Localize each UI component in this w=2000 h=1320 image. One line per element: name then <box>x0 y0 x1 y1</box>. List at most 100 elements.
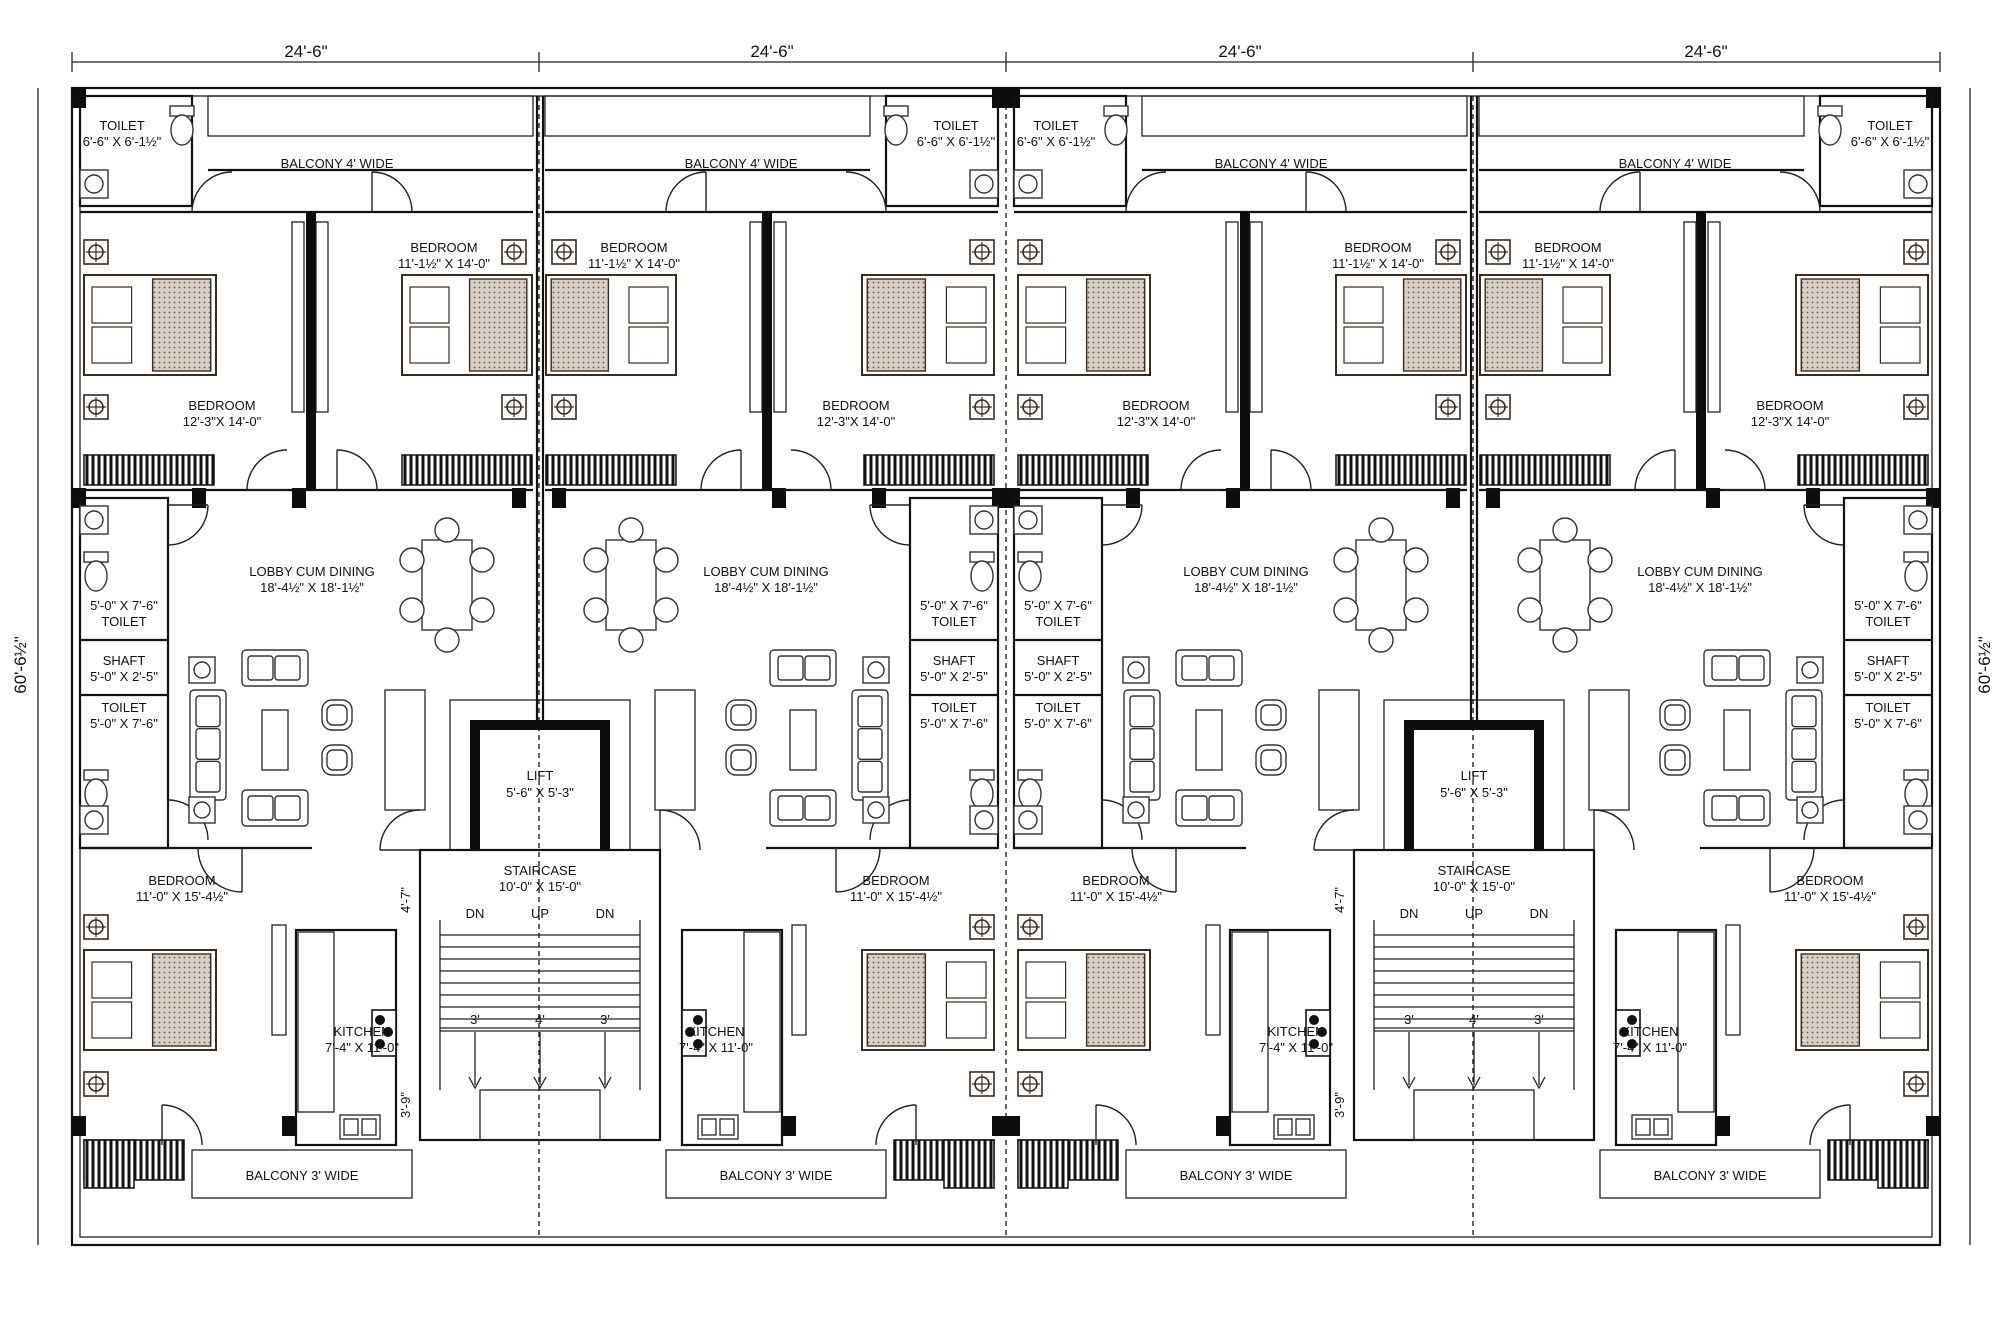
toilet-top-walls <box>1818 94 1934 208</box>
stair-width: 4' <box>535 1012 545 1027</box>
column <box>1486 488 1500 508</box>
partition-wall <box>306 212 316 490</box>
washbasin-icon <box>1013 805 1043 835</box>
wc-icon <box>169 105 195 146</box>
sofa-icon <box>241 649 309 687</box>
nightstand-icon <box>969 394 995 420</box>
dining-table-icon <box>605 539 657 631</box>
dining-table-icon <box>1539 539 1591 631</box>
wardrobe-icon <box>401 454 533 486</box>
balcony-bottom-outline <box>191 1149 413 1199</box>
bed-icon <box>83 949 217 1051</box>
bedroom-large-label: 12'-3"X 14'-0" <box>817 414 896 429</box>
shaft-label: SHAFT <box>1037 653 1080 668</box>
armchair-icon <box>725 699 757 731</box>
bed-icon <box>1335 274 1467 376</box>
plant-icon <box>188 796 216 824</box>
stair-width: 3' <box>1404 1012 1414 1027</box>
column <box>992 1116 1006 1136</box>
nightstand-icon <box>83 1071 109 1097</box>
bed-icon <box>83 274 217 376</box>
toilet-top-label: 6'-6" X 6'-1½" <box>1017 134 1096 149</box>
stair-width: 3' <box>600 1012 610 1027</box>
toilet-top-label: TOILET <box>1867 118 1912 133</box>
lift-size: 5'-6" X 5'-3" <box>506 785 574 800</box>
bedroom-small-label: BEDROOM <box>1344 240 1411 255</box>
column <box>72 1116 86 1136</box>
balcony-top-outline <box>1141 95 1468 137</box>
bed-icon <box>1795 949 1929 1051</box>
door-arc <box>835 847 881 893</box>
wardrobe-icon <box>1017 454 1149 486</box>
column <box>192 488 206 508</box>
toilet-b-label: TOILET <box>101 700 146 715</box>
balcony-top-outline <box>207 95 534 137</box>
sofa-icon <box>1175 649 1243 687</box>
balcony-bottom-label: BALCONY 3' WIDE <box>246 1168 359 1183</box>
kitchen-label: KITCHEN <box>1267 1024 1324 1039</box>
nightstand-icon <box>83 239 109 265</box>
column <box>1706 488 1720 508</box>
nightstand-icon <box>501 394 527 420</box>
door-arc <box>1101 504 1143 546</box>
door-arc <box>167 504 209 546</box>
bedroom-bottom-label: 11'-0" X 15'-4½" <box>1070 889 1162 904</box>
plant-icon <box>1796 656 1824 684</box>
staircase-size: 10'-0" X 15'-0" <box>1433 879 1516 894</box>
dining-chair-icon <box>653 547 679 573</box>
stair-landing <box>479 1089 601 1141</box>
column <box>1446 488 1460 508</box>
bedroom-small-label: BEDROOM <box>410 240 477 255</box>
stair-arrow-head <box>1402 1076 1416 1090</box>
door-arc <box>1270 449 1312 491</box>
door-arc <box>1593 809 1635 851</box>
dining-chair-icon <box>399 597 425 623</box>
wc-icon <box>1903 551 1929 592</box>
bedroom-large-label: BEDROOM <box>1756 398 1823 413</box>
dining-chair-icon <box>469 547 495 573</box>
lift-label: LIFT <box>527 768 554 783</box>
lobby-label: 18'-4½" X 18'-1½" <box>714 580 818 595</box>
dining-chair-icon <box>618 627 644 653</box>
dining-chair-icon <box>1517 597 1543 623</box>
door-arc <box>1131 847 1177 893</box>
balcony-top-label: BALCONY 4' WIDE <box>685 156 798 171</box>
bedroom-bottom-label: 11'-0" X 15'-4½" <box>1784 889 1876 904</box>
stair-arrow-head <box>468 1076 482 1090</box>
washbasin-icon <box>79 505 109 535</box>
door-arc <box>336 449 378 491</box>
coffee-table-icon <box>1723 709 1751 771</box>
nightstand-icon <box>1903 239 1929 265</box>
door-arc <box>869 504 911 546</box>
bedroom-small-label: BEDROOM <box>1534 240 1601 255</box>
bed-icon <box>1795 274 1929 376</box>
balcony-bottom-outline <box>1125 1149 1347 1199</box>
bed-icon <box>401 274 533 376</box>
column <box>772 488 786 508</box>
wardrobe-icon <box>1479 454 1611 486</box>
sofa-icon <box>1785 689 1823 801</box>
dining-chair-icon <box>1333 597 1359 623</box>
toilet-a-label: TOILET <box>101 614 146 629</box>
planter-hatch <box>1877 1139 1929 1189</box>
toilet-b-label: TOILET <box>931 700 976 715</box>
dining-chair-icon <box>469 597 495 623</box>
bed-icon <box>1479 274 1611 376</box>
dining-chair-icon <box>1552 517 1578 543</box>
shaft-label: 5'-0" X 2'-5" <box>1854 669 1922 684</box>
sofa-icon <box>1703 789 1771 827</box>
stair-mark: UP <box>1465 906 1483 921</box>
depth-dim-right: 60'-6½" <box>1975 636 1994 693</box>
door-arc <box>1125 171 1167 213</box>
bedroom-small-label: 11'-1½" X 14'-0" <box>1332 256 1424 271</box>
bedroom-bottom-label: BEDROOM <box>148 873 215 888</box>
wc-icon <box>969 551 995 592</box>
column <box>1926 1116 1940 1136</box>
kitchen-counter <box>1677 931 1715 1113</box>
column <box>1806 488 1820 508</box>
dining-chair-icon <box>1587 597 1613 623</box>
